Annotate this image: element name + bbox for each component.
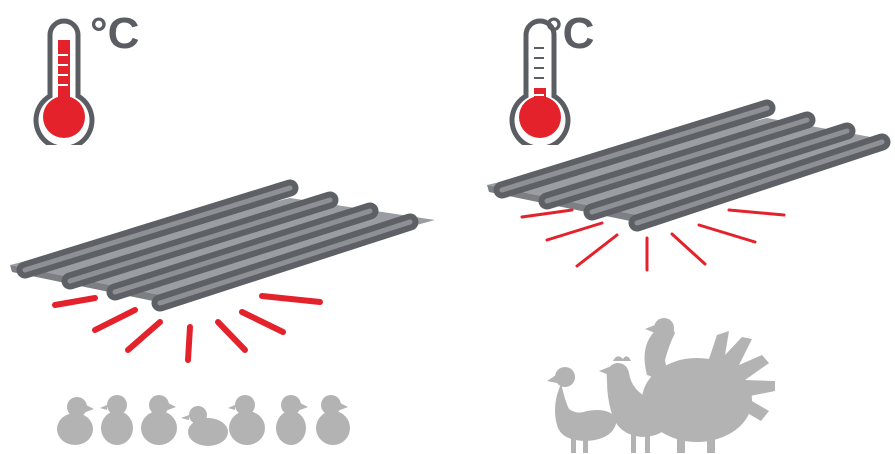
heat-rays-mild xyxy=(520,208,786,272)
panel-low-heat: °C xyxy=(447,0,894,454)
unit-celsius-label: °C xyxy=(545,9,595,58)
chicks-icon xyxy=(57,395,350,446)
heat-rays-strong xyxy=(52,293,323,363)
chicken-silhouette xyxy=(599,356,679,453)
thermometer-high-icon xyxy=(33,18,95,145)
poultry-icon xyxy=(547,318,775,453)
radiant-tube-heater xyxy=(10,179,435,363)
turkey-silhouette xyxy=(642,318,775,453)
radiant-tube-heater xyxy=(487,99,891,272)
panel-high-heat: °C xyxy=(0,0,447,454)
duck-silhouette xyxy=(547,367,617,453)
thermometer-low-icon xyxy=(509,18,571,145)
unit-celsius-label: °C xyxy=(90,9,140,58)
